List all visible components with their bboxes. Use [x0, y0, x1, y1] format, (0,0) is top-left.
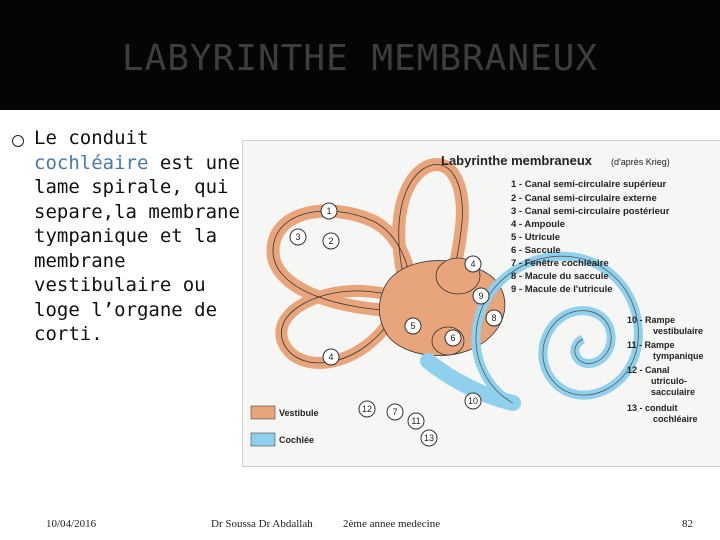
marker-6: 6 [450, 333, 455, 343]
marker-10: 10 [468, 396, 478, 406]
legend-11a: 11 - Rampe [627, 340, 675, 350]
legend-11b: tympanique [653, 351, 704, 361]
legend-12c: sacculaire [651, 387, 695, 397]
legend-10b: vestibulaire [653, 326, 703, 336]
marker-5: 5 [410, 321, 415, 331]
footer-author: Dr Soussa Dr Abdallah [211, 518, 313, 530]
bullet-part-1: Le conduit [34, 127, 149, 149]
marker-1: 1 [326, 206, 331, 216]
marker-4a: 4 [470, 259, 475, 269]
legend-1: 1 - Canal semi-circulaire supérieur [511, 179, 667, 190]
figure-source: (d'après Krieg) [611, 157, 670, 167]
legend-2: 2 - Canal semi-circulaire externe [511, 193, 657, 204]
labyrinth-figure: 1 2 3 4 4 5 6 7 8 9 10 11 12 13 Labyrint… [242, 140, 720, 467]
labyrinth-diagram: 1 2 3 4 4 5 6 7 8 9 10 11 12 13 Labyrint… [250, 153, 704, 447]
marker-11: 11 [411, 416, 420, 426]
legend-13b: cochléaire [653, 414, 698, 424]
marker-13: 13 [424, 433, 434, 443]
legend-12b: utriculo- [651, 376, 687, 386]
marker-2: 2 [328, 236, 333, 246]
figure-heading: Labyrinthe membraneux [441, 153, 593, 168]
legend-7: 7 - Fenêtre cochléaire [511, 258, 609, 269]
marker-3: 3 [295, 232, 300, 242]
bullet-part-2: est une lame spirale, qui separe,la memb… [34, 151, 240, 346]
legend-9: 9 - Macule de l'utricule [511, 284, 613, 295]
footer-date: 10/04/2016 [46, 518, 97, 530]
legend-6: 6 - Saccule [511, 245, 561, 256]
bullet-circle-icon [12, 135, 24, 147]
legend-5: 5 - Utricule [511, 232, 560, 243]
marker-7: 7 [392, 407, 397, 417]
marker-8: 8 [491, 313, 496, 323]
marker-12: 12 [362, 404, 372, 414]
bullet-paragraph: Le conduit cochléaire est une lame spira… [34, 126, 245, 347]
key-vestibule: Vestibule [279, 408, 319, 418]
bullet-highlight: cochléaire [34, 151, 149, 174]
legend-12a: 12 - Canal [627, 365, 670, 375]
legend-10a: 10 - Rampe [627, 315, 675, 325]
legend-8: 8 - Macule du saccule [511, 271, 609, 282]
legend-4: 4 - Ampoule [511, 219, 565, 230]
bullet-text-block: Le conduit cochléaire est une lame spira… [10, 126, 245, 347]
legend-13a: 13 - conduit [627, 403, 678, 413]
marker-4b: 4 [328, 352, 333, 362]
marker-9: 9 [478, 291, 483, 301]
legend-3: 3 - Canal semi-circulaire postérieur [511, 206, 670, 217]
key-swatch-vestibule [250, 405, 276, 420]
slide-title: LABYRINTHE MEMBRANEUX [121, 38, 599, 79]
footer-page-number: 82 [682, 518, 693, 530]
key-cochlea: Cochlée [279, 435, 314, 445]
footer-course: 2ème annee medecine [343, 518, 441, 530]
key-swatch-cochlea [250, 432, 276, 447]
title-bar: LABYRINTHE MEMBRANEUX [0, 0, 720, 110]
